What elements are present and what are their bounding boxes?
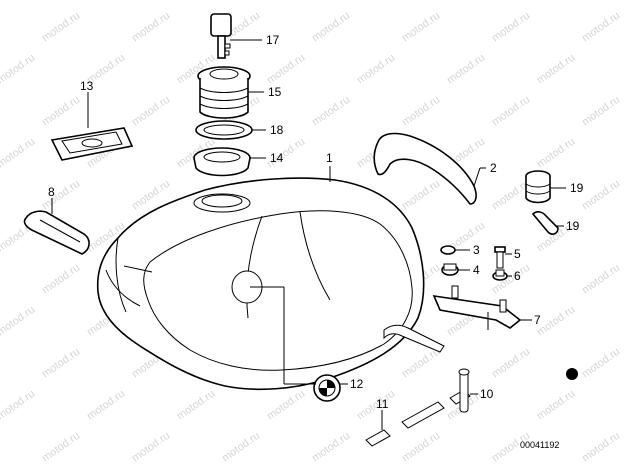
filler-cap-part	[197, 66, 251, 119]
watermark-text: motod.ru	[490, 346, 532, 381]
bracket-part	[432, 285, 522, 330]
callout-11: 11	[376, 397, 389, 411]
watermark-text: motod.ru	[490, 94, 532, 129]
rubber-buffer-part	[525, 170, 551, 204]
watermark-text: motod.ru	[40, 178, 82, 213]
watermark-text: motod.ru	[0, 0, 37, 2]
watermark-text: motod.ru	[400, 346, 442, 381]
watermark-text: motod.ru	[490, 10, 532, 45]
watermark-text: motod.ru	[40, 430, 82, 465]
watermark-text: motod.ru	[175, 388, 217, 423]
callout-15: 15	[268, 85, 282, 99]
watermark-text: motod.ru	[535, 52, 577, 87]
watermark-text: motod.ru	[0, 136, 37, 171]
watermark-text: motod.ru	[40, 262, 82, 297]
watermark-text: motod.ru	[580, 10, 622, 45]
watermark-text: motod.ru	[40, 10, 82, 45]
watermark-text: motod.ru	[85, 388, 127, 423]
watermark-text: motod.ru	[355, 52, 397, 87]
watermark-text: motod.ru	[580, 430, 622, 465]
callout-19: 19	[566, 219, 580, 233]
watermark-text: motod.ru	[535, 136, 577, 171]
gasket-ring-part	[195, 120, 253, 140]
watermark-text: motod.ru	[0, 388, 37, 423]
watermark-text: motod.ru	[310, 430, 352, 465]
callout-6: 6	[514, 269, 521, 283]
callout-12: 12	[350, 377, 364, 391]
watermark-text: motod.ru	[85, 0, 127, 2]
watermark-text: motod.ru	[310, 94, 352, 129]
watermark-text: motod.ru	[355, 0, 397, 2]
callout-2: 2	[490, 161, 497, 175]
callout-8: 8	[48, 185, 55, 199]
key-part	[210, 13, 232, 59]
watermark-text: motod.ru	[130, 10, 172, 45]
callout-4: 4	[473, 263, 480, 277]
fuel-tank	[96, 177, 425, 391]
watermark-text: motod.ru	[175, 0, 217, 2]
hardware-parts	[440, 245, 508, 281]
callout-7: 7	[534, 313, 541, 327]
watermark-text: motod.ru	[445, 52, 487, 87]
watermark-text: motod.ru	[580, 346, 622, 381]
diagram-ref-number: 00041192	[520, 440, 559, 450]
callout-14: 14	[270, 151, 284, 165]
watermark-text: motod.ru	[265, 388, 307, 423]
callout-labels: 17 15 18 14 1 13 8 2 19 19 3 4 5 6 7 12 …	[48, 33, 584, 411]
callout-16: 17	[266, 33, 280, 47]
watermark-text: motod.ru	[40, 346, 82, 381]
watermark-text: motod.ru	[400, 430, 442, 465]
decal-part	[50, 127, 134, 161]
reference-dot	[566, 368, 578, 380]
grip-part	[373, 132, 477, 205]
callout-18: 19	[570, 181, 584, 195]
watermark-text: motod.ru	[400, 178, 442, 213]
watermark-text: motod.ru	[0, 52, 37, 87]
callout-10: 10	[480, 387, 494, 401]
watermark-text: motod.ru	[130, 94, 172, 129]
watermark-text: motod.ru	[580, 94, 622, 129]
callout-5: 5	[514, 247, 521, 261]
watermark-text: motod.ru	[220, 430, 262, 465]
watermark-text: motod.ru	[580, 262, 622, 297]
watermark-text: motod.ru	[0, 304, 37, 339]
watermark-text: motod.ru	[445, 0, 487, 2]
badge-part	[313, 374, 341, 402]
fuel-hose	[383, 324, 445, 353]
watermark-text: motod.ru	[535, 0, 577, 2]
filler-neck-ring-part	[193, 147, 251, 177]
watermark-text: motod.ru	[400, 94, 442, 129]
callout-1: 1	[326, 151, 333, 165]
watermark-text: motod.ru	[130, 430, 172, 465]
callout-3: 3	[473, 243, 480, 257]
watermark-text: motod.ru	[310, 10, 352, 45]
watermark-text: motod.ru	[580, 178, 622, 213]
watermark-text: motod.ru	[265, 52, 307, 87]
callout-13: 13	[80, 79, 94, 93]
rubber-plug-part	[531, 211, 559, 235]
watermark-text: motod.ru	[535, 388, 577, 423]
leader-lines	[51, 39, 566, 430]
watermark-text: motod.ru	[40, 94, 82, 129]
watermark-text: motod.ru	[400, 10, 442, 45]
watermark-text: motod.ru	[535, 304, 577, 339]
hose-pieces-part	[365, 368, 471, 447]
knee-pad-part	[23, 210, 90, 255]
watermark-text: motod.ru	[265, 0, 307, 2]
callout-17: 18	[270, 123, 284, 137]
